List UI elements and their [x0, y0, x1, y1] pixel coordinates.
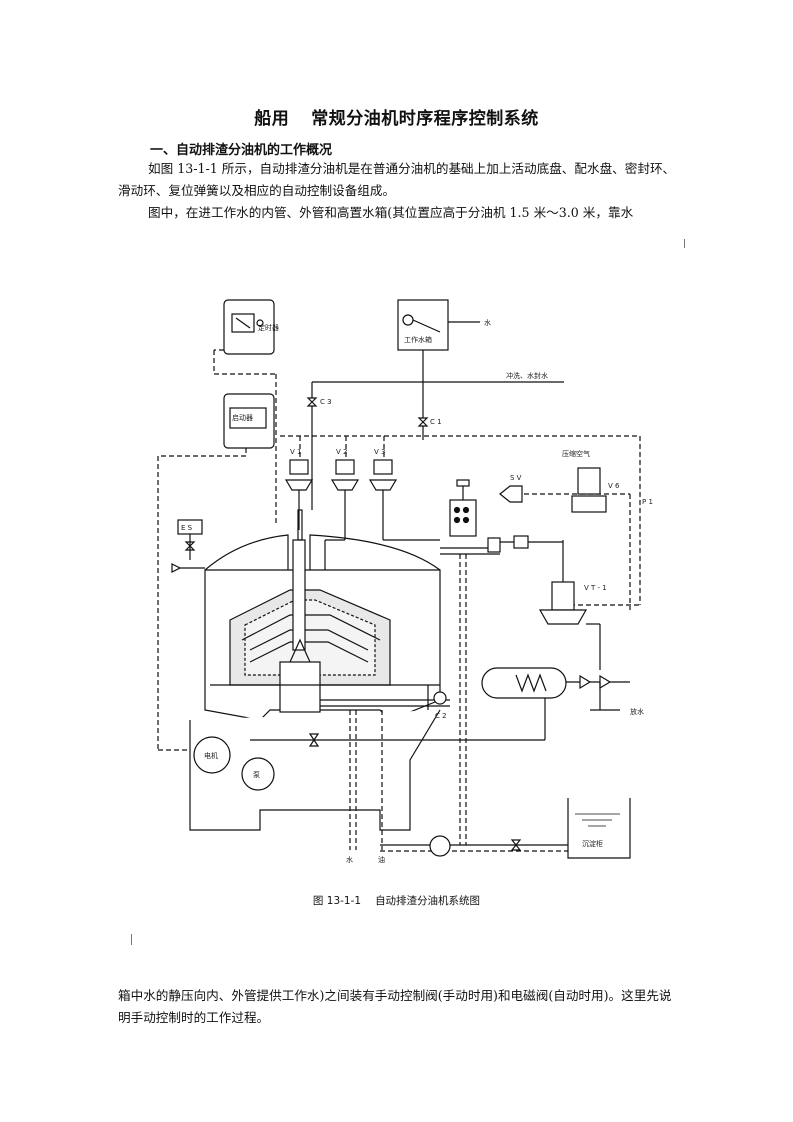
page-title: 船用 常规分油机时序程序控制系统: [0, 104, 793, 129]
figure-caption-text: 自动排渣分油机系统图: [375, 895, 481, 907]
title-prefix: 船用: [254, 109, 290, 129]
paragraph-2: 图中，在进工作水的内管、外管和高置水箱(其位置应高于分油机 1.5 米～3.0 …: [148, 205, 634, 220]
valve-c1-label: C 1: [430, 418, 442, 426]
drain-water-label: 放水: [630, 707, 644, 716]
valve-c2-label: C 2: [435, 712, 447, 720]
outlet-pipes: 水 油 C 2: [250, 537, 546, 864]
pump-label: 泵: [253, 771, 260, 779]
closing-paragraph: 箱中水的静压向内、外管提供工作水)之间装有手动控制阀(手动时用)和电磁阀(自动时…: [118, 985, 678, 1029]
valve-c3-label: C 3: [320, 398, 332, 406]
water-in-label: 水: [484, 318, 491, 327]
margin-mark: [131, 934, 132, 945]
heater: 放水: [481, 667, 644, 716]
settling-tank: 沉淀柜: [380, 798, 631, 859]
sv-label: S V: [510, 474, 522, 482]
figure-caption: 图 13-1-1 自动排渣分油机系统图: [0, 893, 793, 908]
margin-mark: [684, 239, 685, 248]
starter-box: 启动器: [223, 393, 275, 449]
section-heading: 一、自动排渣分油机的工作概况: [150, 143, 333, 158]
flush-water-label: 冲洗、水封水: [506, 371, 548, 380]
paragraph-3: 箱中水的静压向内、外管提供工作水)之间装有手动控制阀(手动时用)和电磁阀(自动时…: [118, 988, 672, 1025]
water-tank: 工作水箱 水: [397, 299, 491, 351]
solenoid-valves: V 1 V 2 V 3: [284, 448, 440, 662]
motor-label: 电机: [204, 751, 218, 760]
starter-label: 启动器: [232, 413, 253, 422]
outlet-oil-label: 油: [378, 855, 385, 864]
valve-v1-label: V 1: [290, 448, 301, 456]
separator-bowl: [204, 509, 450, 721]
intro-paragraphs: 如图 13-1-1 所示，自动排渣分油机是在普通分油机的基础上加上活动底盘、配水…: [118, 158, 678, 224]
es-valve: E S: [171, 519, 205, 573]
timer-box: 定时器: [223, 299, 279, 355]
valve-p-label: P 1: [642, 498, 653, 506]
separator-system-diagram: 定时器 启动器 工作水箱 水 冲洗、水封水 C 3 C 1: [157, 299, 653, 864]
timer-label: 定时器: [258, 323, 279, 332]
outlet-water-label: 水: [346, 855, 353, 864]
separator-base: 电机 泵: [189, 709, 441, 831]
three-way-valve: [449, 479, 477, 537]
compressed-air-label: 压缩空气: [562, 449, 590, 458]
water-tank-label: 工作水箱: [404, 335, 432, 344]
es-label: E S: [181, 524, 193, 532]
paragraph-1: 如图 13-1-1 所示，自动排渣分油机是在普通分油机的基础上加上活动底盘、配水…: [118, 161, 676, 198]
valve-vt-label: V T - 1: [584, 584, 607, 592]
settling-tank-label: 沉淀柜: [582, 839, 603, 848]
valve-v2-label: V 2: [336, 448, 347, 456]
valve-v3-label: V 3: [374, 448, 385, 456]
valve-v6-label: V 6: [608, 482, 620, 490]
figure-caption-number: 图 13-1-1: [312, 895, 362, 907]
control-wiring: [157, 349, 641, 751]
pneumatic-valves: S V 压缩空气 V 6 P 1 V T - 1: [499, 449, 653, 670]
title-main: 常规分油机时序程序控制系统: [311, 109, 539, 129]
